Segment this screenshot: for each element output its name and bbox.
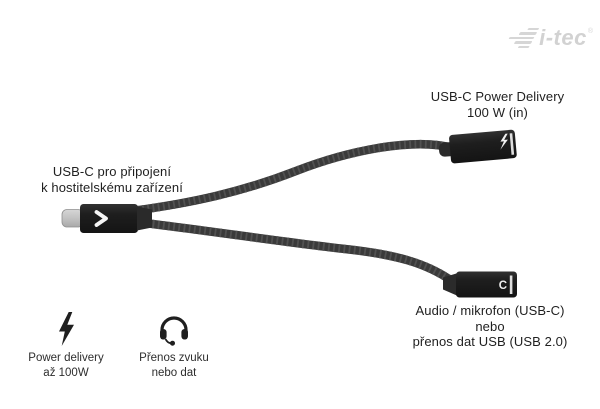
feature-power-line1: Power delivery	[28, 352, 104, 364]
usb-c-metal-tip	[61, 209, 84, 228]
feature-audio-transfer: Přenos zvuku nebo dat	[126, 312, 222, 380]
itec-arrow-icon	[94, 210, 108, 227]
label-audio-line2: nebo	[475, 318, 505, 334]
itec-logo-icon	[504, 27, 540, 49]
upper-cable	[127, 139, 458, 216]
audio-connector: C	[443, 271, 517, 298]
lightning-icon	[57, 312, 76, 346]
label-audio-line3: přenos dat USB (USB 2.0)	[412, 334, 568, 349]
label-audio-line1: Audio / mikrofon (USB-C)	[415, 303, 565, 318]
lower-cable	[127, 217, 457, 286]
label-audio-connector: Audio / mikrofon (USB-C) nebo přenos dat…	[385, 303, 595, 350]
audio-connector-strain-relief	[443, 273, 458, 296]
feature-power-delivery: Power delivery až 100W	[18, 312, 114, 380]
feature-audio-line2: nebo dat	[151, 366, 197, 379]
itec-logo: i-tec ®	[508, 25, 593, 50]
power-connector-body	[449, 129, 517, 164]
label-host-line2: k hostitelskému zařízení	[41, 179, 183, 195]
power-connector-port-slot	[509, 133, 515, 155]
cable-split-boot	[137, 206, 152, 231]
audio-connector-body	[456, 271, 517, 298]
label-power-line1: USB-C Power Delivery	[430, 89, 565, 104]
registered-mark: ®	[587, 28, 593, 35]
host-plug-body	[80, 204, 138, 233]
label-power-line2: 100 W (in)	[467, 104, 528, 120]
label-host-line1: USB-C pro připojení	[52, 164, 172, 179]
feature-power-line2: až 100W	[43, 366, 89, 379]
audio-connector-port-slot	[509, 275, 513, 294]
power-connector	[438, 129, 517, 164]
host-plug	[61, 204, 152, 233]
power-connector-lightning-icon	[500, 133, 508, 150]
label-power-connector: USB-C Power Delivery 100 W (in)	[395, 89, 600, 120]
itec-logo-text: i-tec	[539, 25, 587, 50]
audio-connector-c-glyph: C	[499, 280, 507, 292]
headset-icon	[158, 312, 190, 346]
feature-audio-line1: Přenos zvuku	[139, 352, 209, 364]
label-host-connector: USB-C pro připojení k hostitelskému zaří…	[28, 164, 196, 195]
